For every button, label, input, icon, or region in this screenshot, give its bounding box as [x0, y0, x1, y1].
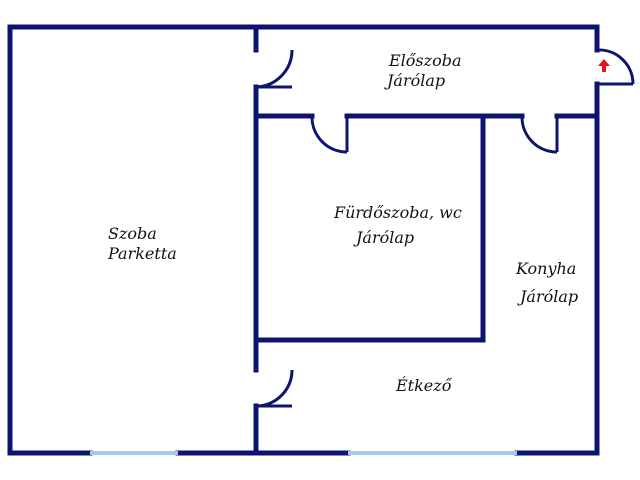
label-szoba-name: Szoba — [108, 224, 157, 243]
door-entrance-arc — [596, 48, 635, 85]
label-konyha-name: Konyha — [515, 259, 576, 278]
label-konyha-floor: Járólap — [517, 287, 578, 306]
doors — [255, 48, 635, 408]
label-szoba-floor: Parketta — [107, 244, 177, 263]
label-eloszoba-name: Előszoba — [388, 51, 461, 70]
walls — [7, 24, 600, 456]
label-furdoszoba-floor: Járólap — [353, 228, 414, 247]
door-konyha-arc — [520, 115, 558, 154]
entrance-arrow-icon — [598, 59, 610, 72]
door-bath-arc — [310, 115, 348, 154]
door-szoba-etkezo-arc — [255, 369, 294, 408]
label-eloszoba-floor: Járólap — [384, 71, 445, 90]
door-szoba-hall-arc — [255, 49, 294, 89]
label-furdoszoba-name: Fürdőszoba, wc — [333, 203, 462, 222]
label-etkezo-name: Étkező — [395, 375, 453, 395]
